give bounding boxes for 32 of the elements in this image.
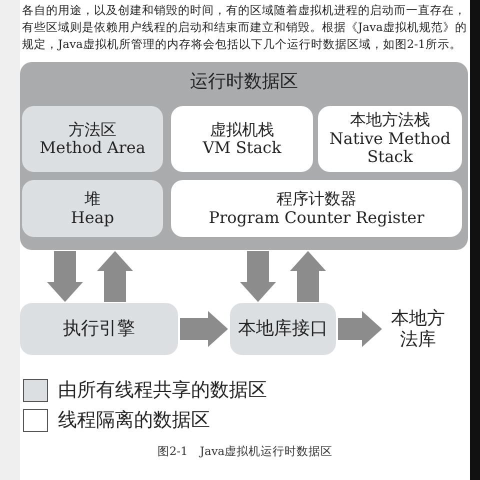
target-label: 本地方法库 [384, 303, 452, 357]
area-box [171, 106, 313, 172]
block-arrow [180, 311, 228, 347]
area-box [20, 303, 178, 355]
area-name-english: Heap [70, 208, 114, 227]
figure-caption: 图2-1 Java虚拟机运行时数据区 [156, 444, 334, 459]
area-name: 方法区 [68, 120, 116, 139]
legend-label: 线程隔离的数据区 [58, 408, 210, 432]
area-box [318, 106, 462, 172]
area-name: 堆 [84, 190, 100, 208]
block-arrow [290, 251, 326, 302]
area-name-english: Native Method Stack [328, 130, 452, 167]
area-box [171, 180, 462, 237]
area-name: 程序计数器 [276, 190, 356, 208]
area-name: 本地方法栈 [350, 111, 430, 130]
block-arrow [47, 251, 83, 302]
body-paragraph: 各自的用途，以及创建和销毁的时间，有的区域随着虚拟机进程的启动而一直存在，有些区域则是依赖用户线程的启动和结束而建立和销毁。根据《Java虚拟机规范》的规定，Java虚拟机所管理的内存将会包括以下几个运行时数据区域，如图2-1所示。 [22, 2, 468, 53]
area-box [230, 303, 336, 355]
area-box [22, 106, 163, 172]
block-arrow [338, 311, 382, 347]
area-name-english: Method Area [40, 139, 146, 158]
block-arrow [97, 251, 133, 302]
block-arrow [240, 251, 276, 302]
area-name: 执行引擎 [63, 318, 135, 340]
runtime-data-area-panel [20, 62, 468, 250]
area-box [22, 180, 163, 237]
legend-label: 由所有线程共享的数据区 [58, 378, 267, 402]
area-name-english: VM Stack [202, 139, 282, 158]
area-name: 本地库接口 [238, 318, 328, 340]
area-name: 虚拟机栈 [210, 120, 274, 139]
area-name-english: Program Counter Register [208, 208, 424, 227]
panel-title: 运行时数据区 [190, 72, 298, 93]
